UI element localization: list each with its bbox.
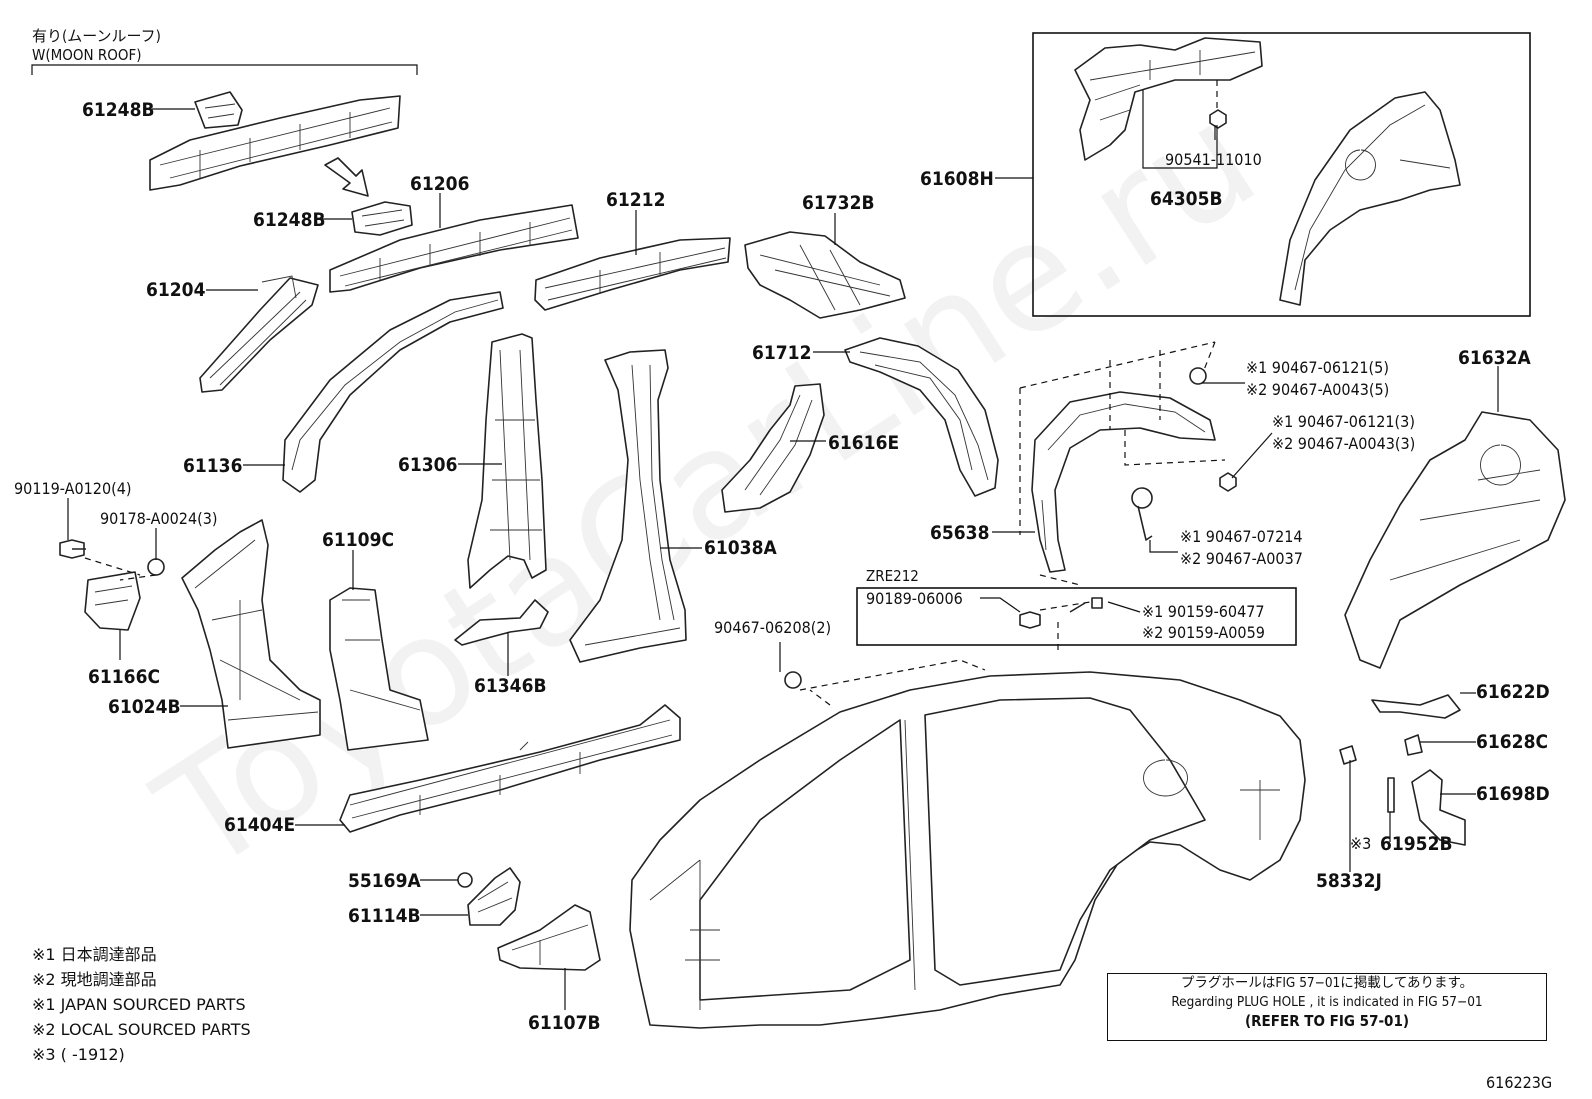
label-61024B[interactable]: 61024B — [108, 696, 181, 718]
inset-box-61608H — [1032, 32, 1531, 317]
legend-5: ※3 ( -1912) — [32, 1045, 125, 1064]
part-quarter-upper-panel — [744, 231, 906, 319]
part-center-pillar-outer — [569, 349, 687, 663]
reference-note-box: プラグホールはFIG 57−01に掲載してあります。 Regarding PLU… — [1107, 973, 1547, 1041]
fastener-label-3b[interactable]: ※2 90467-A0037 — [1180, 549, 1303, 568]
label-61109C[interactable]: 61109C — [322, 529, 395, 551]
label-61698D[interactable]: 61698D — [1476, 783, 1550, 805]
label-61952B[interactable]: 61952B — [1380, 833, 1453, 855]
label-61206[interactable]: 61206 — [410, 173, 470, 195]
label-61616E[interactable]: 61616E — [828, 432, 900, 454]
label-90119-A0120[interactable]: 90119-A0120(4) — [14, 479, 132, 498]
part-right-small-parts — [1339, 694, 1466, 846]
part-wheel-house-liner — [1019, 341, 1237, 586]
label-61608H[interactable]: 61608H — [920, 168, 994, 190]
part-front-pillar-outer — [282, 291, 504, 493]
label-61632A[interactable]: 61632A — [1458, 347, 1531, 369]
label-90178-A0024[interactable]: 90178-A0024(3) — [100, 509, 218, 528]
part-rocker-panel — [339, 704, 681, 833]
fastener-label-4b[interactable]: ※2 90159-A0059 — [1142, 623, 1265, 642]
legend-2: ※2 現地調達部品 — [32, 970, 157, 989]
part-quarter-inner-front — [721, 383, 825, 513]
fastener-label-3a[interactable]: ※1 90467-07214 — [1180, 527, 1303, 546]
reference-link[interactable]: (REFER TO FIG 57-01) — [1244, 1012, 1410, 1030]
moonroof-label-jp: 有り(ムーンルーフ) — [32, 27, 161, 45]
label-61248B-top[interactable]: 61248B — [82, 99, 155, 121]
label-64305B[interactable]: 64305B — [1150, 188, 1223, 210]
part-hinge-bracket — [59, 539, 165, 631]
label-90467-06208[interactable]: 90467-06208(2) — [714, 618, 832, 637]
moonroof-bracket — [31, 64, 418, 75]
label-61107B[interactable]: 61107B — [528, 1012, 601, 1034]
legend-4: ※2 LOCAL SOURCED PARTS — [32, 1020, 251, 1039]
fastener-label-2b[interactable]: ※2 90467-A0043(3) — [1272, 434, 1416, 453]
label-58332J[interactable]: 58332J — [1316, 870, 1382, 892]
fastener-label-2a[interactable]: ※1 90467-06121(3) — [1272, 412, 1415, 431]
part-quarter-wheel-house-upper — [844, 337, 999, 497]
part-front-pillar-upper — [199, 275, 319, 393]
legend-1: ※1 日本調達部品 — [32, 945, 157, 964]
part-front-pillar-reinforcement — [329, 587, 429, 751]
label-61622D[interactable]: 61622D — [1476, 681, 1550, 703]
part-roof-rail-moonroof — [149, 91, 401, 191]
part-roof-side-rail — [329, 204, 579, 293]
reference-note-en: Regarding PLUG HOLE , it is indicated in… — [1171, 994, 1483, 1010]
part-front-pillar-lower — [181, 519, 321, 749]
label-65638[interactable]: 65638 — [930, 522, 990, 544]
label-55169A[interactable]: 55169A — [348, 870, 421, 892]
fastener-label-1b[interactable]: ※2 90467-A0043(5) — [1246, 380, 1390, 399]
part-body-side-outer — [629, 671, 1306, 1029]
label-61732B[interactable]: 61732B — [802, 192, 875, 214]
fastener-label-4a[interactable]: ※1 90159-60477 — [1142, 602, 1265, 621]
label-61248B-mid[interactable]: 61248B — [253, 209, 326, 231]
zre212-label: ZRE212 — [866, 567, 919, 585]
part-roof-bracket — [351, 201, 413, 236]
direction-arrow — [324, 157, 369, 197]
reference-note-jp: プラグホールはFIG 57−01に掲載してあります。 — [1180, 975, 1474, 991]
label-61306[interactable]: 61306 — [398, 454, 458, 476]
part-quarter-wheel-house-inner — [1344, 411, 1566, 669]
fastener-label-5: ※3 — [1350, 834, 1372, 853]
figure-id: 616223G — [1486, 1073, 1553, 1092]
label-61136[interactable]: 61136 — [183, 455, 243, 477]
label-61212[interactable]: 61212 — [606, 189, 666, 211]
part-center-pillar-inner — [467, 333, 547, 589]
label-90541-11010[interactable]: 90541-11010 — [1165, 150, 1262, 169]
fastener-box-zre212 — [856, 587, 1297, 650]
part-small-brackets — [457, 867, 601, 971]
fastener-label-1a[interactable]: ※1 90467-06121(5) — [1246, 358, 1389, 377]
moonroof-label-en: W(MOON ROOF) — [32, 46, 142, 64]
label-61114B[interactable]: 61114B — [348, 905, 421, 927]
label-61404E[interactable]: 61404E — [224, 814, 296, 836]
legend-3: ※1 JAPAN SOURCED PARTS — [32, 995, 246, 1014]
label-61346B[interactable]: 61346B — [474, 675, 547, 697]
label-90189-06006[interactable]: 90189-06006 — [866, 589, 963, 608]
label-61038A[interactable]: 61038A — [704, 537, 777, 559]
part-roof-rail-rear — [534, 237, 731, 311]
label-61712[interactable]: 61712 — [752, 342, 812, 364]
label-61166C[interactable]: 61166C — [88, 666, 161, 688]
label-61204[interactable]: 61204 — [146, 279, 206, 301]
label-61628C[interactable]: 61628C — [1476, 731, 1549, 753]
part-pillar-brace — [454, 599, 549, 646]
